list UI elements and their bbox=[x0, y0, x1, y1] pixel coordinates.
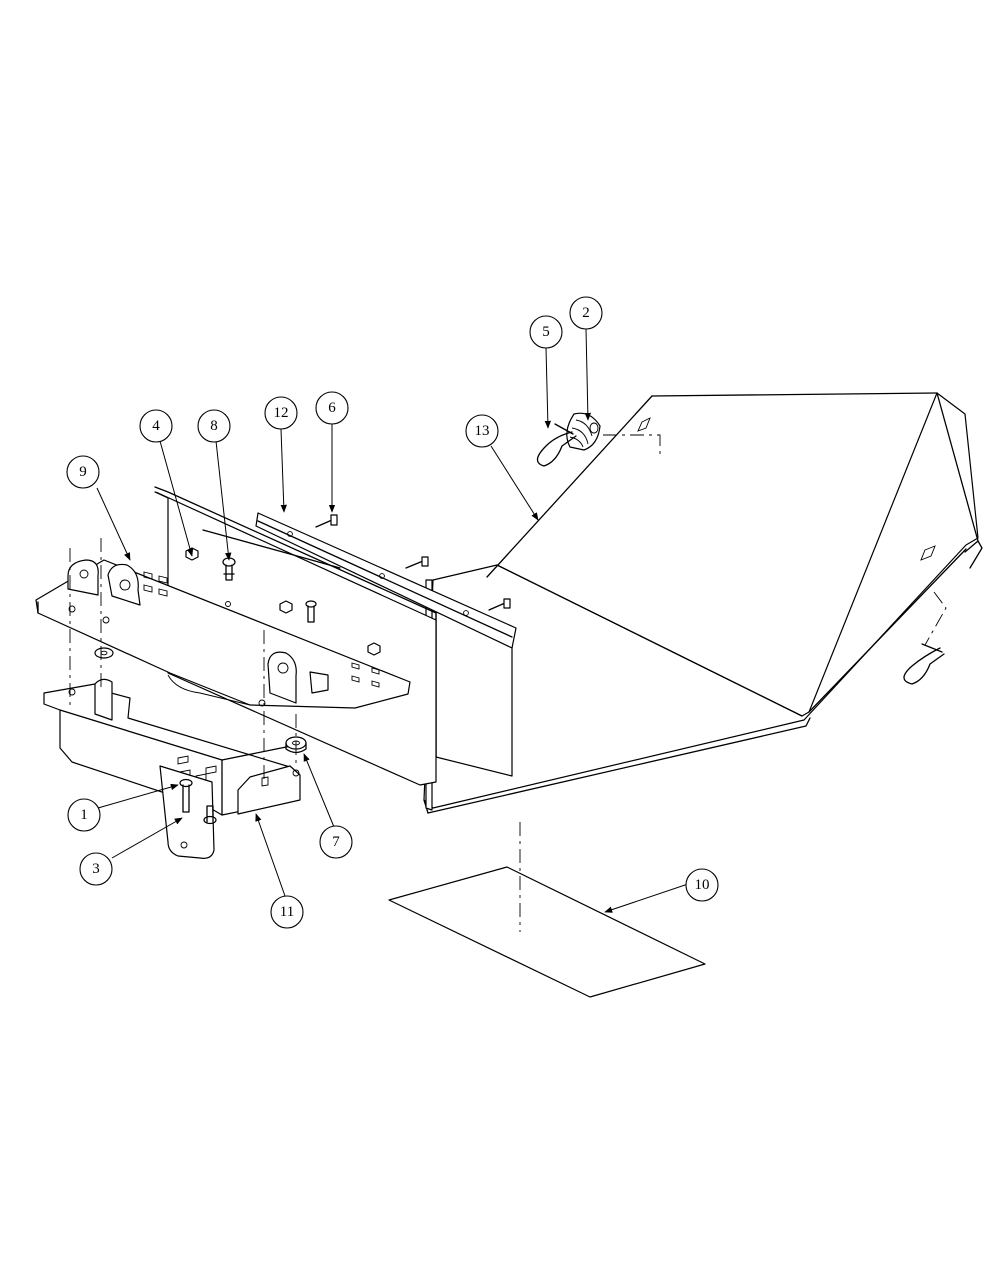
callout-2: 2 bbox=[569, 296, 603, 330]
part-10-decal bbox=[388, 866, 706, 998]
svg-text:6: 6 bbox=[328, 400, 336, 416]
callout-1: 1 bbox=[67, 798, 101, 832]
callout-11: 11 bbox=[270, 895, 304, 929]
callout-10: 10 bbox=[685, 868, 719, 902]
callout-8: 8 bbox=[197, 409, 231, 443]
callout-13: 13 bbox=[465, 414, 499, 448]
callout-12: 12 bbox=[264, 396, 298, 430]
svg-text:9: 9 bbox=[79, 464, 87, 480]
part-12-strip bbox=[255, 512, 517, 649]
svg-text:11: 11 bbox=[280, 904, 294, 920]
svg-text:7: 7 bbox=[332, 834, 340, 850]
callout-4: 4 bbox=[139, 409, 173, 443]
part-8-fastener bbox=[222, 557, 317, 623]
svg-text:2: 2 bbox=[582, 305, 590, 321]
center-lines bbox=[69, 434, 947, 932]
leader-lines bbox=[96, 328, 689, 913]
part-1-part-3-bolts bbox=[179, 778, 217, 825]
part-6-bolt bbox=[315, 514, 511, 611]
svg-text:8: 8 bbox=[210, 418, 218, 434]
callout-5: 5 bbox=[529, 315, 563, 349]
svg-text:4: 4 bbox=[152, 418, 160, 434]
callout-7: 7 bbox=[319, 825, 353, 859]
part-5-hairpin bbox=[536, 423, 577, 467]
svg-text:1: 1 bbox=[80, 807, 88, 823]
svg-text:12: 12 bbox=[274, 405, 289, 421]
svg-text:10: 10 bbox=[695, 877, 710, 893]
callout-6: 6 bbox=[315, 391, 349, 425]
svg-text:13: 13 bbox=[475, 423, 490, 439]
part-11-lower-bracket bbox=[43, 678, 301, 816]
callout-9: 9 bbox=[66, 455, 100, 489]
hairpin-right bbox=[903, 643, 945, 685]
part-9-mounting-plate bbox=[35, 559, 411, 709]
callout-3: 3 bbox=[79, 852, 113, 886]
svg-text:5: 5 bbox=[542, 324, 550, 340]
svg-text:3: 3 bbox=[92, 861, 100, 877]
